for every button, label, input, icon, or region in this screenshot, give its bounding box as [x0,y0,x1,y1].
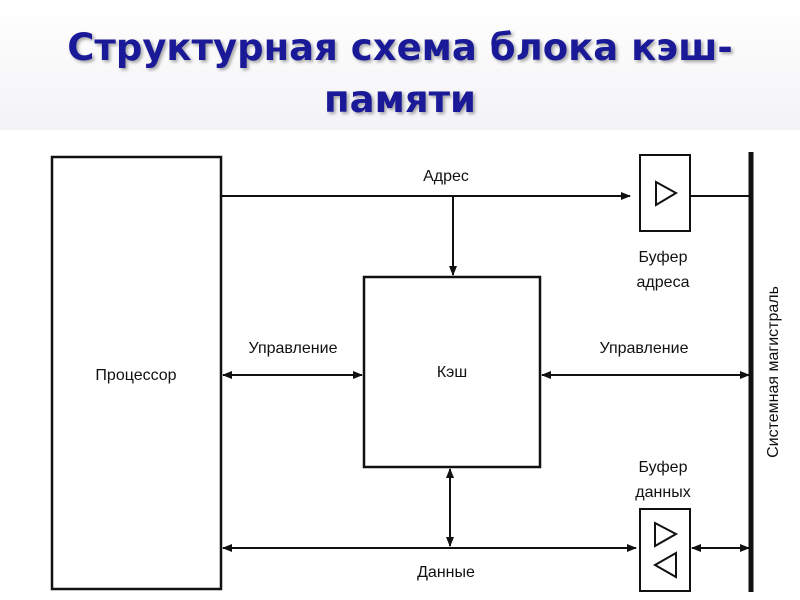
data-buffer-label-line-1: Буфер [639,459,688,476]
processor-label: Процессор [95,367,176,384]
data-buffer-left-triangle-icon [652,551,677,579]
slide-title-line-2: памяти [324,78,476,121]
data-buffer-block [639,508,691,592]
control-left-label: Управление [249,340,338,357]
address-buffer-label-line-1: Буфер [639,249,688,266]
cache-block [362,275,542,469]
slide-title-line-1: Структурная схема блока кэш- [67,26,733,69]
data-buffer-label-line-2: данных [635,484,690,501]
address-buffer-block [639,154,691,232]
address-buffer-triangle-icon [655,180,679,207]
title-band [0,0,800,130]
slide-title: Структурная схема блока кэш- памяти [0,22,800,126]
data-buffer-right-triangle-icon [654,521,679,548]
data-label: Данные [417,564,475,581]
control-right-label: Управление [600,340,689,357]
address-buffer-label-line-2: адреса [637,274,690,291]
processor-block [50,155,223,591]
address-label: Адрес [423,168,469,185]
system-bus-label: Системная магистраль [765,286,782,458]
cache-label: Кэш [437,364,467,381]
